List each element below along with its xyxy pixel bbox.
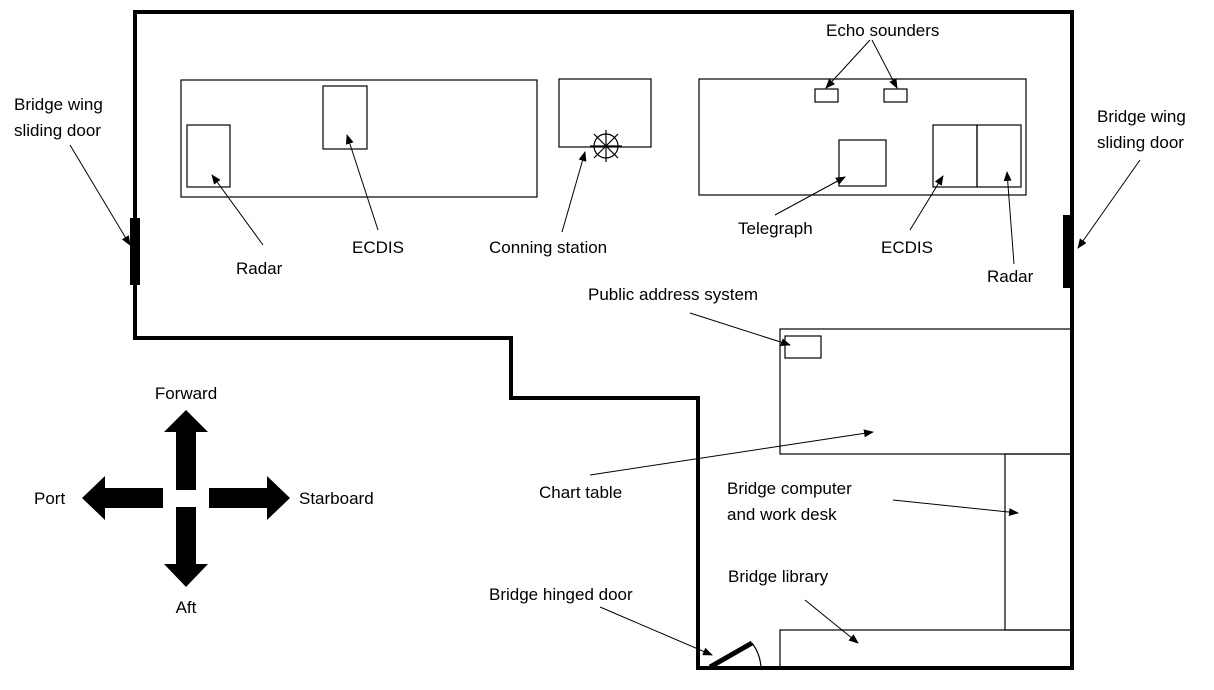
conning-station-box — [558, 78, 652, 148]
label-telegraph: Telegraph — [738, 219, 813, 238]
arrow-library — [804, 599, 859, 644]
arrow-work-desk — [892, 499, 1019, 517]
ecdis-right-box — [932, 124, 978, 188]
arrow-wing-left — [69, 144, 131, 246]
label-bridge-computer: Bridge computer — [727, 479, 852, 498]
label-starboard: Starboard — [299, 489, 374, 508]
forward-arrow-icon — [164, 410, 208, 490]
right-sliding-door — [1063, 215, 1073, 288]
label-wing-left-2: sliding door — [14, 121, 101, 140]
label-wing-left: Bridge wing — [14, 95, 103, 114]
label-aft: Aft — [176, 598, 197, 617]
label-radar-left: Radar — [236, 259, 283, 278]
arrow-echo-1 — [825, 39, 871, 89]
chart-table-box — [779, 328, 1073, 455]
arrow-public-address — [689, 312, 791, 347]
bridge-outer-wall — [133, 10, 1074, 670]
label-hinged-door: Bridge hinged door — [489, 585, 633, 604]
label-ecdis-right: ECDIS — [881, 238, 933, 257]
echo-sounder-2 — [883, 88, 908, 103]
arrow-conning — [561, 151, 587, 233]
telegraph-box — [838, 139, 887, 187]
arrow-ecdis-right — [909, 175, 944, 231]
label-public-address: Public address system — [588, 285, 758, 304]
label-wing-right-2: sliding door — [1097, 133, 1184, 152]
aft-arrow-icon — [164, 507, 208, 587]
port-arrow-icon — [82, 476, 163, 520]
arrow-echo-2 — [871, 39, 898, 89]
label-radar-right: Radar — [987, 267, 1034, 286]
label-wing-right: Bridge wing — [1097, 107, 1186, 126]
steering-wheel-icon — [590, 130, 622, 162]
arrow-chart-table — [589, 429, 874, 476]
right-console — [698, 78, 1027, 196]
arrow-radar-left — [211, 174, 264, 246]
label-echo-sounders: Echo sounders — [826, 21, 939, 40]
bridge-library-box — [779, 629, 1073, 669]
starboard-arrow-icon — [209, 476, 290, 520]
left-console — [180, 79, 538, 198]
label-ecdis-left: ECDIS — [352, 238, 404, 257]
public-address-box — [784, 335, 822, 359]
arrow-wing-right — [1077, 159, 1141, 249]
label-port: Port — [34, 489, 65, 508]
label-forward: Forward — [155, 384, 217, 403]
arrow-ecdis-left — [345, 134, 379, 231]
label-chart-table: Chart table — [539, 483, 622, 502]
radar-right-box — [976, 124, 1022, 188]
arrow-hinged-door — [599, 606, 713, 656]
arrow-telegraph — [774, 176, 846, 216]
label-conning-station: Conning station — [489, 238, 607, 257]
work-desk-box — [1004, 453, 1073, 631]
ecdis-left-box — [322, 85, 368, 150]
left-sliding-door — [130, 218, 140, 285]
door-swing-arc — [751, 642, 762, 669]
echo-sounder-1 — [814, 88, 839, 103]
hinged-door-leaf — [708, 640, 754, 670]
label-bridge-library: Bridge library — [728, 567, 829, 586]
radar-left-box — [186, 124, 231, 188]
label-bridge-computer-2: and work desk — [727, 505, 837, 524]
arrow-radar-right — [1003, 171, 1015, 265]
direction-compass — [82, 410, 290, 587]
